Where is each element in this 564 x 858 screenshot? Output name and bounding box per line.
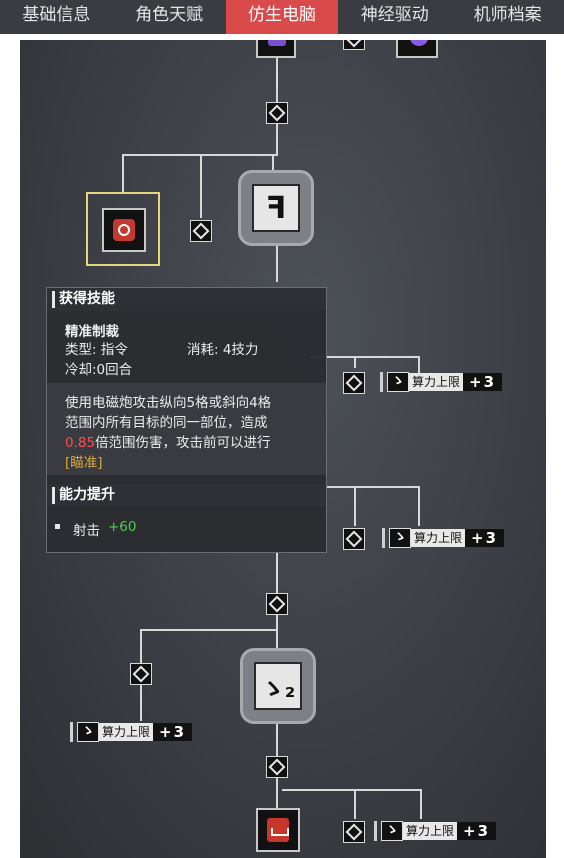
compute-limit-bonus[interactable]: ゝ 算力上限 +3 [374,821,497,841]
tooltip-section-skill-title: 获得技能 [47,288,326,311]
compute-icon: ゝ [77,722,99,742]
purple-skill-icon [410,40,428,46]
skill-cost: 消耗: 4技力 [187,342,259,358]
tab-bar: 基础信息 角色天赋 仿生电脑 神经驱动 机师档案 [0,0,564,34]
stat-bullet-icon [55,524,60,529]
desc-line-2: 范围内所有目标的同一部位，造成 [65,415,268,431]
stat-value: +60 [108,519,137,535]
connector-node[interactable] [266,756,288,778]
connector-node[interactable] [266,593,288,615]
tooltip-section-stat-title: 能力提升 [47,484,326,507]
tab-neural-drive[interactable]: 神经驱动 [360,5,429,25]
core-node-1[interactable]: ꟻ [238,170,314,246]
connector-node[interactable] [266,102,288,124]
compute-limit-bonus[interactable]: ゝ 算力上限 +3 [382,528,505,548]
skill-name: 精准制裁 [65,324,119,340]
desc-line-1: 使用电磁炮攻击纵向5格或斜向4格 [65,395,272,411]
skill-node-bottom[interactable] [256,808,300,852]
tab-basic-info[interactable]: 基础信息 [22,5,91,25]
core-node-1-glyph: ꟻ [265,190,287,226]
stat-name: 射击 [73,523,100,539]
core-node-2[interactable]: ゝ₂ [240,648,316,724]
compute-icon: ゝ [389,528,411,548]
compute-icon: ゝ [381,821,403,841]
desc-multiplier: 0.85 [65,435,96,451]
connector-node[interactable] [190,220,212,242]
compute-limit-bonus[interactable]: ゝ 算力上限 +3 [70,722,193,742]
skill-node-precision[interactable] [102,208,146,252]
connector-node[interactable] [343,40,365,50]
skill-cooldown: 冷却:0回合 [65,362,133,378]
skill-tooltip: 获得技能 精准制裁 类型: 指令 消耗: 4技力 冷却:0回合 使用电磁炮攻击纵… [46,287,327,553]
skill-type: 类型: 指令 [65,342,128,358]
tab-pilot-profile[interactable]: 机师档案 [473,5,542,25]
tab-talent[interactable]: 角色天赋 [135,5,204,25]
skill-node-top-left[interactable] [256,40,296,58]
core-node-2-glyph: ゝ₂ [260,674,296,703]
flame-skill-icon [267,818,289,842]
selected-node-frame[interactable] [86,192,160,266]
desc-tag-aim: [瞄准] [65,455,103,471]
connector-node[interactable] [130,663,152,685]
purple-skill-icon [268,40,286,46]
skill-description: 使用电磁炮攻击纵向5格或斜向4格 范围内所有目标的同一部位，造成 0.85倍范围… [47,383,326,475]
tab-bionic-computer[interactable]: 仿生电脑 [225,0,339,34]
connector-node[interactable] [343,821,365,843]
connector-node[interactable] [343,372,365,394]
target-skill-icon [113,219,135,241]
desc-line-3: 0.85倍范围伤害，攻击前可以进行 [65,431,271,451]
skill-node-top-right[interactable] [396,40,438,58]
desc-line-3-rest: 倍范围伤害，攻击前可以进行 [95,435,271,451]
connector-node[interactable] [343,528,365,550]
compute-limit-bonus[interactable]: ゝ 算力上限 +3 [380,372,503,392]
compute-icon: ゝ [387,372,409,392]
